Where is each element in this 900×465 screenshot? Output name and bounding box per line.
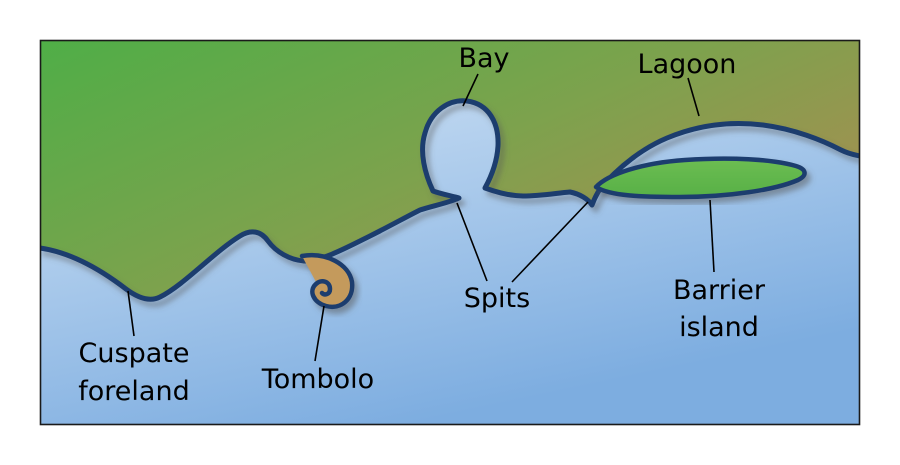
leader-line-tombolo (314, 305, 325, 362)
label-barrier-island-line2: island (679, 312, 759, 343)
label-barrier-island-line1: Barrier (673, 275, 766, 306)
leader-line-lagoon (687, 77, 700, 117)
labels: Bay Lagoon Cuspate foreland Tombolo Spit… (78, 43, 766, 407)
diagram-border (39, 39, 861, 426)
leader-line-bay (462, 73, 479, 107)
label-lagoon: Lagoon (638, 49, 737, 80)
label-cuspate-foreland-line2: foreland (78, 376, 189, 407)
label-tombolo: Tombolo (261, 364, 374, 395)
leader-line-cuspate-foreland (127, 290, 135, 337)
leader-line-spit-left (456, 202, 488, 282)
leader-lines (127, 73, 715, 362)
leader-line-spit-right (511, 201, 589, 283)
label-spits: Spits (464, 283, 530, 314)
tombolo-hook (299, 252, 355, 310)
land-area (41, 41, 859, 300)
label-bay: Bay (458, 43, 509, 74)
label-cuspate-foreland-line1: Cuspate (79, 338, 190, 369)
leader-line-barrier-island (709, 199, 715, 273)
barrier-island-shape (593, 156, 807, 200)
coastline (41, 98, 859, 302)
